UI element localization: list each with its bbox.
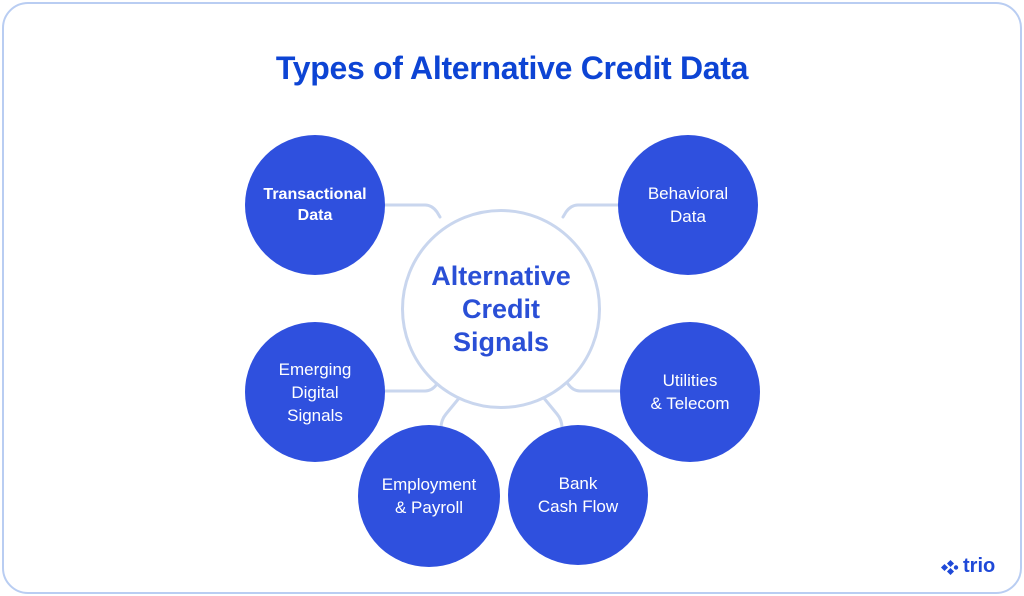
node-emerging-digital-signals: Emerging Digital Signals [245,322,385,462]
node-label: Behavioral Data [647,184,729,226]
node-label: Emerging Digital Signals [278,359,352,425]
node-label: Utilities & Telecom [650,371,730,413]
center-hub: Alternative Credit Signals [401,209,601,409]
trio-logo-icon [940,559,959,575]
center-label: Alternative Credit Signals [431,260,571,357]
connector-utilities [563,377,622,393]
node-utilities-telecom: Utilities & Telecom [620,322,760,462]
node-label: Bank Cash Flow [537,474,619,516]
node-employment-payroll: Employment & Payroll [358,425,500,567]
node-behavioral-data: Behavioral Data [618,135,758,275]
node-label: Transactional Data [263,186,367,224]
node-transactional-data: Transactional Data [245,135,385,275]
logo-text: trio [963,555,996,577]
connector-transactional [383,203,442,219]
page-title: Types of Alternative Credit Data [275,50,749,86]
trio-logo: trio [940,555,995,578]
node-label: Employment & Payroll [381,475,477,517]
connector-behavioral [561,203,620,219]
node-bank-cash-flow: Bank Cash Flow [508,425,648,565]
